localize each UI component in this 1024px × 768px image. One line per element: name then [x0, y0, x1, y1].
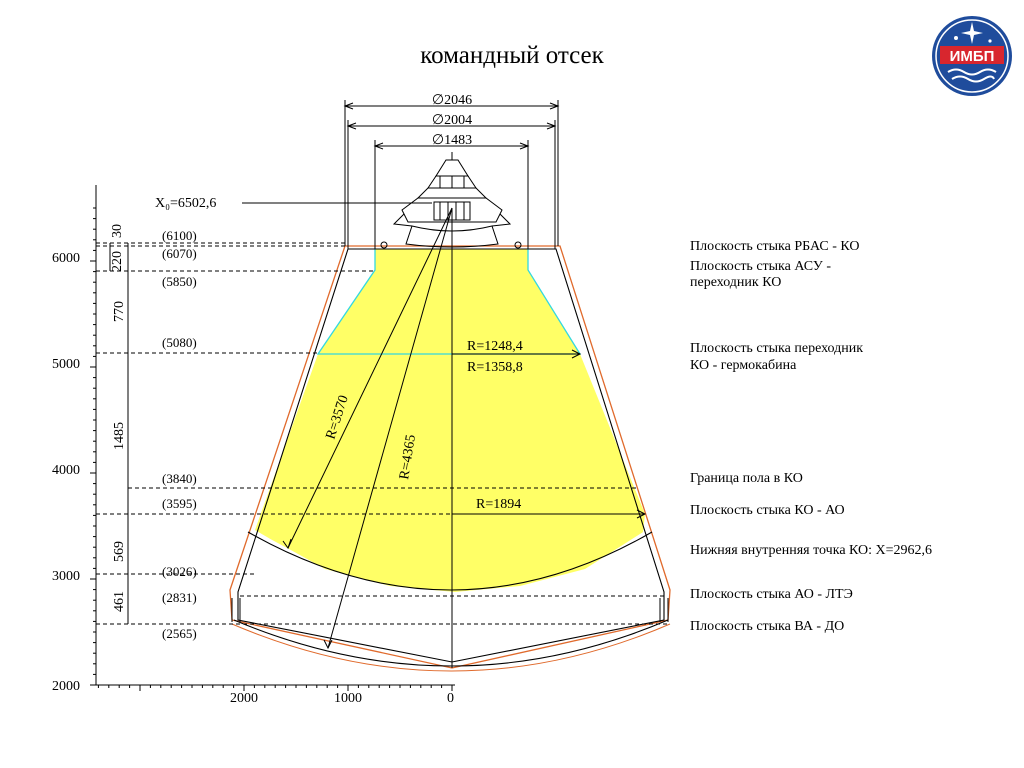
x-tick-1000: 1000: [334, 691, 362, 706]
dim-1485: 1485: [112, 422, 127, 450]
label-lower-point: Нижняя внутренняя точка КО: X=2962,6: [690, 543, 932, 558]
dim-569: 569: [112, 541, 127, 562]
dim-d2046: ∅2046: [432, 93, 472, 108]
star-icon: [961, 22, 983, 44]
y-tick-2000: 2000: [52, 679, 80, 694]
y-tick-3000: 3000: [52, 569, 80, 584]
radius-1894: R=1894: [476, 497, 521, 512]
label-floor: Граница пола в КО: [690, 471, 803, 486]
wave-icon: [947, 68, 997, 76]
radius-lines: [287, 207, 645, 668]
level-3595: (3595): [162, 496, 197, 511]
x-tick-2000: 2000: [230, 691, 258, 706]
imbp-logo: ИМБП: [932, 16, 1012, 96]
diameter-dims: [343, 100, 560, 249]
label-asu: Плоскость стыка АСУ -: [690, 259, 831, 274]
y-tick-5000: 5000: [52, 357, 80, 372]
level-3840: (3840): [162, 471, 197, 486]
dim-220: 220: [110, 251, 125, 272]
level-5080: (5080): [162, 335, 197, 350]
dim-d1483: ∅1483: [432, 133, 472, 148]
logo-text: ИМБП: [950, 48, 995, 65]
label-ao-lte: Плоскость стыка АО - ЛТЭ: [690, 587, 853, 602]
dim-30: 30: [110, 224, 125, 238]
level-5850: (5850): [162, 274, 197, 289]
label-va-do: Плоскость стыка ВА - ДО: [690, 619, 844, 634]
outer-shell: [229, 245, 671, 669]
label-adapter: Плоскость стыка переходник: [690, 341, 863, 356]
level-6100: (6100): [162, 228, 197, 243]
label-rbas-ko: Плоскость стыка РБАС - КО: [690, 239, 860, 254]
radius-4365: R=4365: [397, 434, 419, 481]
x-tick-0: 0: [447, 691, 454, 706]
habitable-volume: [255, 249, 645, 592]
dim-461: 461: [112, 591, 127, 612]
radius-1358: R=1358,8: [467, 360, 523, 375]
y-tick-4000: 4000: [52, 463, 80, 478]
label-ko-ao: Плоскость стыка КО - АО: [690, 503, 845, 518]
radius-1248: R=1248,4: [467, 339, 523, 354]
inner-shell: [237, 248, 665, 663]
label-adapter-2: КО - гермокабина: [690, 358, 797, 373]
logo-band: [940, 46, 1004, 64]
lower-inner-arc: [247, 531, 653, 591]
level-lines: [96, 242, 670, 625]
page-title: командный отсек: [420, 42, 604, 69]
y-tick-6000: 6000: [52, 251, 80, 266]
dim-d2004: ∅2004: [432, 113, 472, 128]
level-2565: (2565): [162, 626, 197, 641]
level-6070: (6070): [162, 246, 197, 261]
adapter-outline: [316, 249, 582, 355]
level-2831: (2831): [162, 590, 197, 605]
docking-mechanism: [380, 152, 522, 249]
label-asu-2: переходник КО: [690, 275, 781, 290]
dim-770: 770: [112, 301, 127, 322]
level-3026: (3026): [162, 564, 197, 579]
x0-label: X₀=6502,6: [155, 196, 216, 211]
bottom-arc: [233, 619, 669, 667]
